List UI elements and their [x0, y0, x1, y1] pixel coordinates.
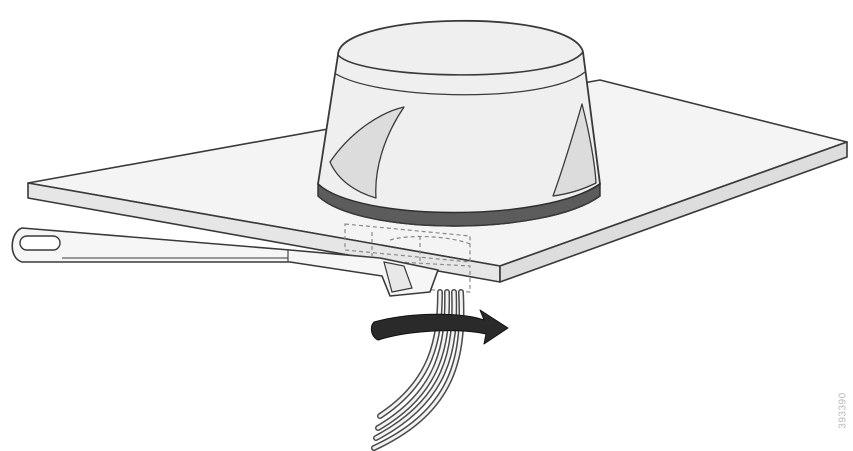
- wrench-handle: [11, 227, 439, 297]
- dome-panel-left: [329, 106, 405, 199]
- antenna-dome-icon: [317, 19, 601, 227]
- figure-reference-label: 393390: [837, 391, 849, 429]
- wrench-icon: [11, 227, 439, 297]
- dome-panel-right: [552, 103, 597, 197]
- wrench-handle-edge: [62, 250, 289, 262]
- rotation-arrow-icon: [370, 309, 509, 345]
- cable-bundle-icon: [371, 289, 465, 451]
- dome-base-edge: [317, 195, 601, 227]
- plate-side-edge: [499, 141, 848, 283]
- figure-reference-number: 393390: [835, 375, 851, 445]
- dome-upper-seam: [335, 71, 586, 96]
- wrench-jaw: [383, 261, 413, 293]
- wrench-hang-slot: [19, 235, 61, 251]
- dome-top-rim: [337, 51, 584, 76]
